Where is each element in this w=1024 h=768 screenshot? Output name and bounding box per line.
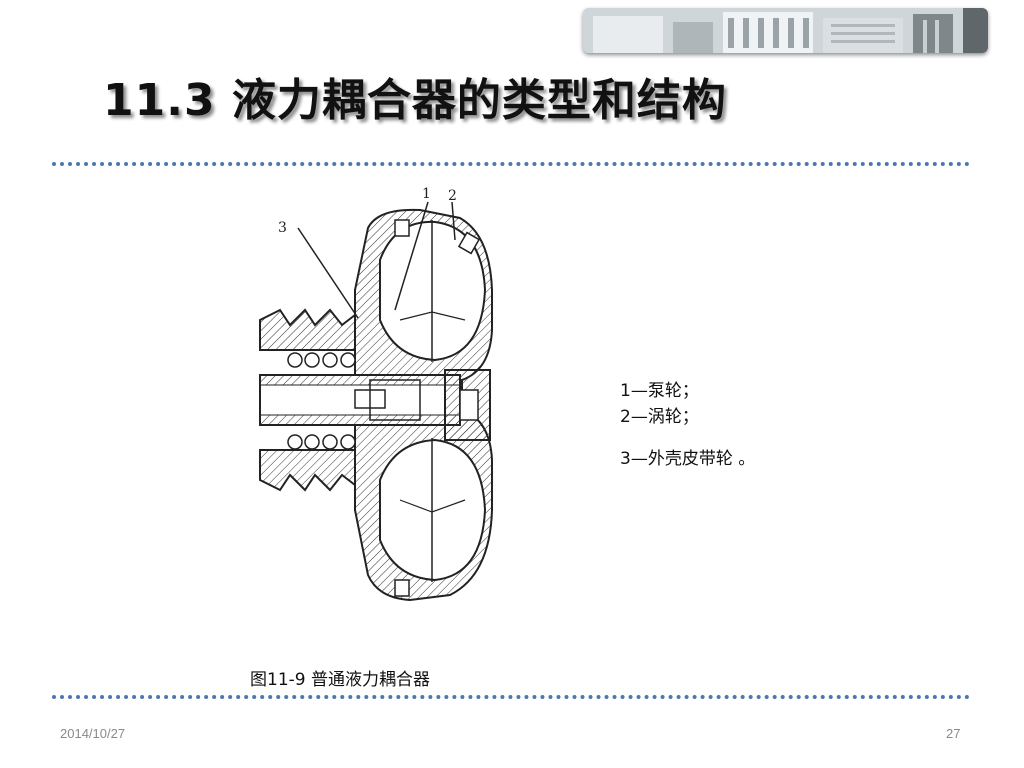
figure-caption: 图11-9 普通液力耦合器 xyxy=(250,670,430,690)
callout-1: 1 xyxy=(422,186,431,202)
banner-image xyxy=(583,8,988,53)
legend-item-turbine: 2—涡轮； xyxy=(620,407,699,427)
fluid-coupling-diagram: 1 2 3 xyxy=(250,180,570,610)
legend-item-pump: 1—泵轮； xyxy=(620,381,699,401)
divider-top xyxy=(52,162,970,166)
building-photo-icon xyxy=(583,8,988,53)
legend-item-casing-pulley: 3—外壳皮带轮 。 xyxy=(620,449,756,469)
footer-date: 2014/10/27 xyxy=(60,726,126,741)
divider-bottom xyxy=(52,695,970,699)
slide-title: 11.3 液力耦合器的类型和结构 xyxy=(103,75,727,126)
callout-3: 3 xyxy=(278,220,287,236)
footer-page-number: 27 xyxy=(946,726,961,741)
fluid-coupling-cross-section-icon: 1 2 3 xyxy=(259,186,493,602)
callout-2: 2 xyxy=(448,188,457,204)
component-legend: 1—泵轮； 2—涡轮； 3—外壳皮带轮 。 xyxy=(620,378,755,472)
